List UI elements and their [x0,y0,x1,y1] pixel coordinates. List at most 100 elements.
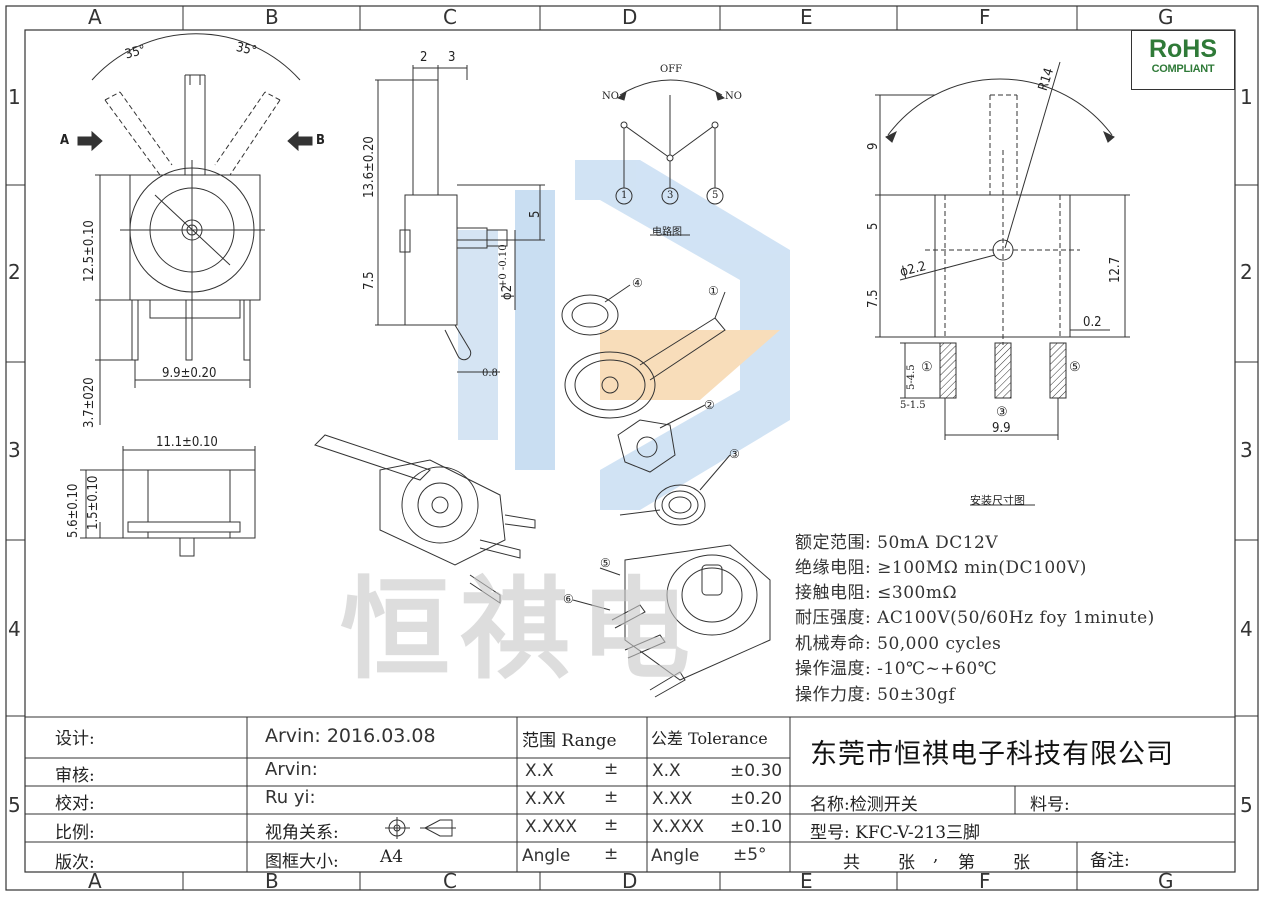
dim-bottom-width: 11.1±0.10 [156,435,218,450]
tb-model-label: 型号: KFC-V-213三脚 [810,823,981,843]
dim-mount-5-15: 5-1.5 [900,400,926,411]
circuit-no-right-label: NO [725,91,742,102]
exploded-view [314,284,771,698]
mount-pin-5: ⑤ [1069,360,1081,375]
tb-design-value: Arvin: 2016.03.08 [265,725,436,747]
tb-row3-fmt: X.XXX [652,817,704,837]
dim-mount-9: 9 [866,142,881,150]
zone-col-g-bottom: G [1158,869,1174,893]
part-label-4: ④ [632,276,643,290]
zone-row-3-right: 3 [1240,438,1253,462]
dim-front-height: 12.5±0.10 [82,220,97,282]
tb-row1-pm: ± [604,759,619,779]
spec-rated-range: 额定范围: 50mA DC12V [795,533,999,553]
tb-check-value: Ru yi: [265,787,316,808]
spec-mechanical-life: 机械寿命: 50,000 cycles [795,634,1002,654]
dim-side-5: 5 [528,210,543,218]
tb-name-label: 名称:检测开关 [810,795,918,815]
dim-bottom-5-6: 5.6±0.10 [66,483,81,538]
circuit-pin-3: 3 [667,190,674,201]
part-label-5: ⑤ [600,556,611,570]
tb-review-value: Arvin: [265,759,318,780]
tb-check-label: 校对: [55,794,95,814]
tb-row3-pm: ± [604,815,619,835]
zone-col-a-bottom: A [88,869,102,893]
part-label-2: ② [704,398,715,412]
zone-col-f-top: F [979,5,991,29]
tb-row2-fmt: X.XX [652,789,693,809]
dim-side-2: 2 [420,50,428,65]
part-label-6: ⑥ [563,592,574,606]
dim-side-13-6: 13.6±0.20 [362,136,377,198]
watermark-text: 恒祺电 [340,565,700,694]
dim-front-pins: 3.7±020 [82,377,97,428]
dim-mount-12-7: 12.7 [1108,256,1123,283]
tb-row3-range: X.XXX [525,817,577,837]
dim-mount-0-2: 0.2 [1083,315,1102,330]
spec-operating-temp: 操作温度: -10℃~+60℃ [795,659,998,679]
dim-mount-7-5: 7.5 [866,289,881,308]
dim-front-width: 9.9±0.20 [162,366,217,381]
zone-col-c-bottom: C [443,869,457,893]
dim-side-3: 3 [448,50,456,65]
arrow-a-label: A [60,133,70,148]
zone-col-a-top: A [88,5,102,29]
spec-withstand-voltage: 耐压强度: AC100V(50/60Hz foy 1minute) [795,608,1155,628]
circuit-pin-5: 5 [712,190,719,201]
zone-row-3-left: 3 [8,438,21,462]
tb-row1-fmt: X.X [652,761,681,781]
tb-view-label: 视角关系: [265,823,339,843]
tb-row4-fmt: Angle [651,846,700,866]
bottom-view [80,446,256,557]
arrow-b-label: B [316,133,325,148]
watermark-logo [458,160,790,510]
rohs-subtitle: COMPLIANT [1151,63,1215,75]
zone-col-c-top: C [443,5,457,29]
side-view [375,65,545,373]
zone-row-4-left: 4 [8,617,21,641]
spec-contact-resistance: 接触电阻: ≤300mΩ [795,583,958,603]
tb-sheet-no: 第 [958,853,975,873]
tb-tol-header: 公差 Tolerance [651,729,768,748]
title-block-grid [25,716,1235,872]
mount-pin-3: ③ [996,405,1008,420]
rohs-badge: RoHS COMPLIANT [1131,30,1235,90]
tb-scale-label: 比例: [55,823,95,843]
part-label-3: ③ [729,447,740,461]
circuit-caption: 电路图 [652,227,682,238]
tb-row4-range: Angle [522,846,571,866]
dim-mount-9-9: 9.9 [992,421,1011,436]
dim-side-7-5: 7.5 [362,271,377,290]
tb-row2-pm: ± [604,787,619,807]
tb-version-label: 版次: [55,853,95,873]
zone-row-2-left: 2 [8,260,21,284]
tb-part-label: 料号: [1030,795,1070,815]
zone-col-d-bottom: D [622,869,638,893]
dim-mount-5: 5 [866,222,881,230]
company-name: 东莞市恒祺电子科技有限公司 [810,739,1174,770]
dim-side-0-8: 0.8 [482,368,498,379]
part-label-1: ① [708,284,719,298]
mounting-view [875,61,1130,506]
circuit-no-left-label: NO [602,91,619,102]
zone-row-2-right: 2 [1240,260,1253,284]
zone-col-b-bottom: B [265,869,279,893]
tb-row1-range: X.X [525,761,554,781]
zone-row-5-right: 5 [1240,793,1253,817]
tb-row2-range: X.XX [525,789,566,809]
dim-side-phi-tol: +0 -0.10 [498,244,509,288]
circuit-off-label: OFF [660,64,683,75]
front-view [77,33,313,425]
zone-col-f-bottom: F [979,869,991,893]
rohs-title: RoHS [1148,35,1218,63]
zone-row-4-right: 4 [1240,617,1253,641]
zone-row-5-left: 5 [8,793,21,817]
circuit-diagram [615,79,726,236]
tb-row4-tol: ±5° [733,845,767,865]
circuit-pin-1: 1 [621,190,628,201]
tb-remark-label: 备注: [1090,851,1130,871]
tb-frame-value: A4 [380,847,404,867]
spec-operating-force: 操作力度: 50±30gf [795,685,956,705]
tb-sheet-unit2: 张 [1013,853,1030,873]
